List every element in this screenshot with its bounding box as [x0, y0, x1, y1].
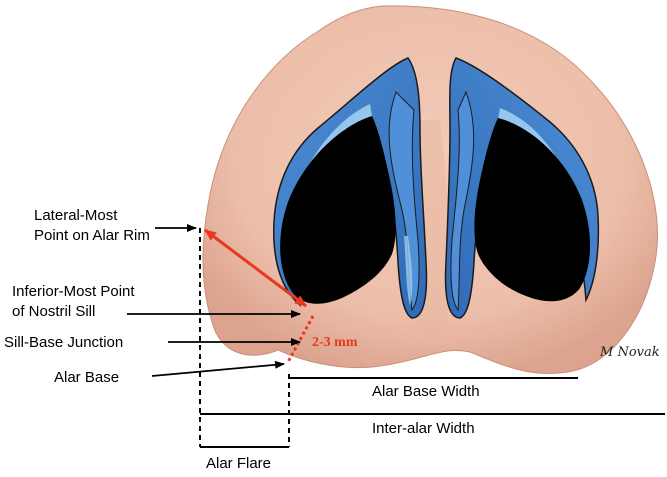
- label-inferior-most-line1: Inferior-Most Point: [12, 283, 135, 300]
- left-cartilage-highlight-2: [404, 236, 413, 306]
- label-alar-base-width: Alar Base Width: [372, 383, 480, 400]
- right-medial-crus: [450, 90, 475, 312]
- label-lateral-most-line2: Point on Alar Rim: [34, 227, 150, 244]
- label-inter-alar-width: Inter-alar Width: [372, 420, 475, 437]
- label-alar-base: Alar Base: [54, 369, 119, 386]
- left-nostril: [280, 116, 396, 304]
- label-inferior-most-line2: of Nostril Sill: [12, 303, 95, 320]
- right-nostril: [474, 118, 591, 302]
- pointer-alar-base: [151, 360, 285, 377]
- left-medial-crus: [388, 91, 420, 312]
- right-cartilage-highlight: [498, 108, 574, 196]
- label-measurement-2-3mm: 2-3 mm: [312, 335, 358, 350]
- artist-signature: M Novak: [599, 345, 660, 360]
- label-sill-base-junction: Sill-Base Junction: [4, 334, 123, 351]
- alar-rim-to-sill-arrow: [204, 228, 307, 308]
- label-lateral-most-line1: Lateral-Most: [34, 207, 118, 224]
- label-alar-flare: Alar Flare: [206, 455, 271, 472]
